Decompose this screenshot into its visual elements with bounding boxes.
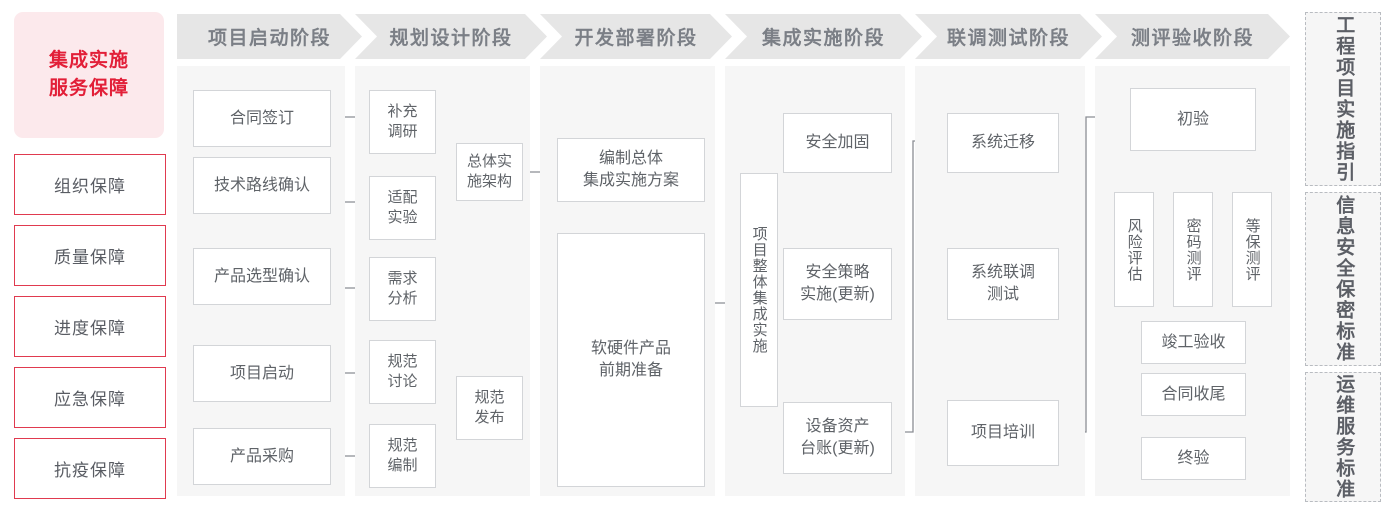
phase-header-label: 项目启动阶段 — [207, 28, 331, 49]
node-product-procurement[interactable]: 产品采购 — [193, 428, 331, 485]
node-label: 适配实验 — [387, 188, 418, 226]
node-label: 总体实施架构 — [466, 152, 512, 190]
node-label: 规范讨论 — [387, 352, 418, 390]
phase-header-label: 测评验收阶段 — [1130, 28, 1254, 49]
phase-header-label: 联调测试阶段 — [946, 28, 1070, 49]
sidebar-item-organization[interactable]: 组织保障 — [14, 154, 166, 215]
node-hw-sw-preparation[interactable]: 软硬件产品前期准备 — [557, 233, 705, 487]
standard-card-infosec-confidentiality[interactable]: 信息安全保密标准 — [1305, 192, 1381, 366]
sidebar-item-label: 应急保障 — [54, 390, 126, 409]
node-overall-impl-architecture[interactable]: 总体实施架构 — [456, 143, 523, 201]
node-label: 风险评估 — [1125, 217, 1143, 282]
node-tech-route-confirm[interactable]: 技术路线确认 — [193, 157, 331, 214]
node-label: 软硬件产品前期准备 — [590, 340, 671, 379]
standard-card-ops-service[interactable]: 运维服务标准 — [1305, 372, 1381, 502]
standard-card-engineering-guideline[interactable]: 工程项目实施指引 — [1305, 12, 1381, 186]
node-label: 安全策略实施(更新) — [800, 264, 875, 303]
node-equipment-asset-ledger-update[interactable]: 设备资产台账(更新) — [783, 402, 892, 474]
sidebar-item-label: 进度保障 — [54, 319, 126, 338]
node-label: 初验 — [1176, 110, 1209, 128]
node-spec-drafting[interactable]: 规范编制 — [369, 424, 436, 488]
node-label: 合同收尾 — [1161, 385, 1226, 403]
node-system-migration[interactable]: 系统迁移 — [947, 113, 1059, 173]
node-label: 项目启动 — [229, 364, 294, 382]
phase-header-1[interactable]: 项目启动阶段 — [177, 14, 362, 59]
standard-card-label: 工程项目实施指引 — [1333, 15, 1355, 183]
phase-header-6[interactable]: 测评验收阶段 — [1095, 14, 1290, 59]
node-cryptography-evaluation[interactable]: 密码测评 — [1173, 192, 1213, 307]
phase-header-label: 开发部署阶段 — [574, 28, 698, 49]
node-system-joint-test[interactable]: 系统联调测试 — [947, 248, 1059, 320]
sidebar-item-label: 组织保障 — [54, 177, 126, 196]
phase-header-3[interactable]: 开发部署阶段 — [540, 14, 732, 59]
sidebar-item-label: 抗疫保障 — [54, 461, 126, 480]
node-label: 产品采购 — [229, 447, 294, 465]
node-project-training[interactable]: 项目培训 — [947, 400, 1059, 466]
node-label: 编制总体集成实施方案 — [582, 150, 679, 189]
node-product-selection-confirm[interactable]: 产品选型确认 — [193, 248, 331, 305]
sidebar-item-quality[interactable]: 质量保障 — [14, 225, 166, 286]
node-label: 需求分析 — [387, 269, 418, 307]
node-label: 等保测评 — [1243, 217, 1261, 282]
node-classified-protection-evaluation[interactable]: 等保测评 — [1232, 192, 1272, 307]
node-label: 产品选型确认 — [213, 267, 310, 285]
phase-header-label: 规划设计阶段 — [389, 28, 513, 49]
node-final-acceptance[interactable]: 终验 — [1141, 437, 1246, 480]
sidebar-item-label: 质量保障 — [54, 248, 126, 267]
sidebar-item-schedule[interactable]: 进度保障 — [14, 296, 166, 357]
node-preliminary-acceptance[interactable]: 初验 — [1130, 88, 1256, 151]
node-label: 规范编制 — [387, 436, 418, 474]
node-security-hardening[interactable]: 安全加固 — [783, 113, 892, 173]
node-requirement-analysis[interactable]: 需求分析 — [369, 257, 436, 321]
node-label: 设备资产台账(更新) — [800, 418, 875, 457]
node-overall-project-integration[interactable]: 项目整体集成实施 — [740, 173, 778, 407]
node-draft-overall-integration-plan[interactable]: 编制总体集成实施方案 — [557, 138, 705, 202]
node-label: 规范发布 — [474, 388, 505, 426]
node-label: 密码测评 — [1184, 217, 1202, 282]
node-label: 终验 — [1177, 449, 1210, 467]
node-label: 项目整体集成实施 — [750, 226, 768, 354]
sidebar-item-epidemic[interactable]: 抗疫保障 — [14, 438, 166, 499]
node-label: 竣工验收 — [1161, 333, 1226, 351]
node-label: 项目培训 — [970, 424, 1035, 442]
phase-header-label: 集成实施阶段 — [761, 28, 885, 49]
node-supplementary-research[interactable]: 补充调研 — [369, 90, 436, 154]
node-label: 技术路线确认 — [213, 176, 310, 194]
node-contract-closeout[interactable]: 合同收尾 — [1141, 373, 1246, 416]
node-security-policy-update[interactable]: 安全策略实施(更新) — [783, 248, 892, 320]
hero-card-label: 集成实施服务保障 — [48, 50, 129, 99]
node-spec-release[interactable]: 规范发布 — [456, 376, 523, 440]
node-label: 系统迁移 — [970, 134, 1035, 152]
standard-card-label: 运维服务标准 — [1333, 374, 1355, 500]
node-label: 安全加固 — [805, 134, 870, 152]
phase-header-4[interactable]: 集成实施阶段 — [725, 14, 922, 59]
phase-header-2[interactable]: 规划设计阶段 — [355, 14, 547, 59]
node-contract-signing[interactable]: 合同签订 — [193, 90, 331, 147]
node-risk-assessment[interactable]: 风险评估 — [1114, 192, 1154, 307]
phase-header-5[interactable]: 联调测试阶段 — [915, 14, 1102, 59]
node-label: 补充调研 — [387, 102, 418, 140]
node-project-kickoff[interactable]: 项目启动 — [193, 345, 331, 402]
node-label: 系统联调测试 — [970, 264, 1035, 303]
standard-card-label: 信息安全保密标准 — [1333, 195, 1355, 363]
sidebar-item-emergency[interactable]: 应急保障 — [14, 367, 166, 428]
node-completion-acceptance[interactable]: 竣工验收 — [1141, 321, 1246, 364]
node-spec-discussion[interactable]: 规范讨论 — [369, 340, 436, 404]
hero-card: 集成实施服务保障 — [14, 12, 164, 138]
node-adaptation-experiment[interactable]: 适配实验 — [369, 176, 436, 240]
node-label: 合同签订 — [229, 109, 294, 127]
